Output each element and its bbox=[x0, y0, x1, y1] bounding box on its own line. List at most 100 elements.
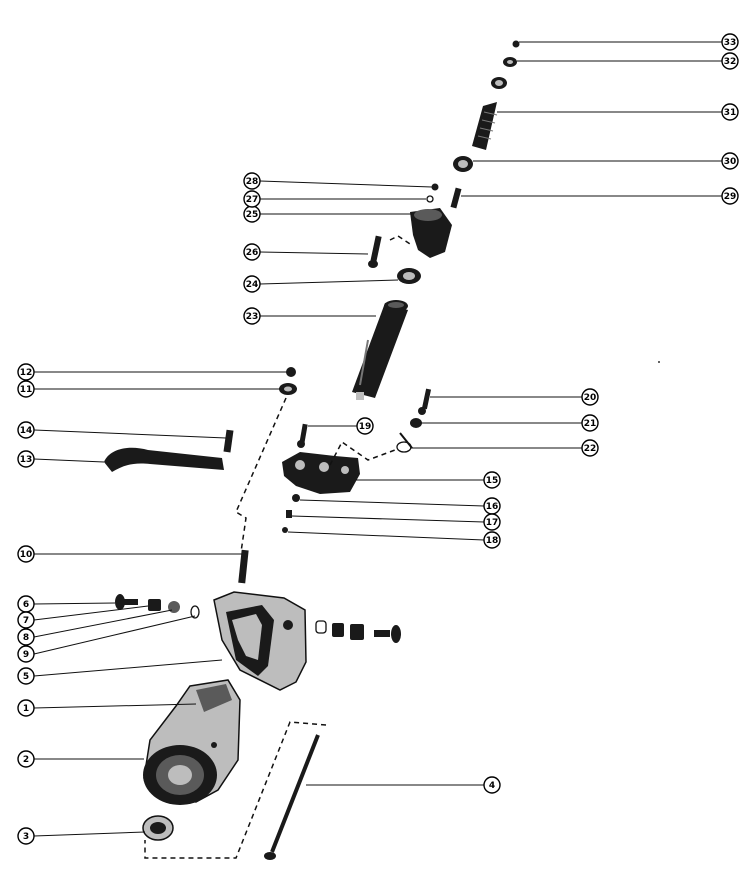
callout-number: 29 bbox=[724, 192, 737, 202]
callout-4: 4 bbox=[483, 776, 501, 794]
callout-number: 32 bbox=[724, 57, 737, 67]
assembly-line-15-22 bbox=[329, 440, 396, 466]
callout-18: 18 bbox=[483, 531, 501, 549]
part-27-ring bbox=[426, 195, 434, 203]
callout-9: 9 bbox=[17, 645, 35, 663]
callout-circle bbox=[17, 611, 35, 629]
part-13-lever bbox=[104, 447, 224, 472]
callout-circle bbox=[243, 172, 261, 190]
callout-circle bbox=[17, 450, 35, 468]
callout-number: 19 bbox=[359, 422, 372, 432]
callout-circle bbox=[581, 388, 599, 406]
part-5-housing bbox=[213, 591, 307, 691]
part-10-stud bbox=[238, 549, 249, 584]
callout-number: 20 bbox=[584, 393, 597, 403]
part-22-clip bbox=[396, 432, 413, 453]
callout-circle bbox=[17, 667, 35, 685]
callout-circle bbox=[243, 190, 261, 208]
callout-circle bbox=[17, 628, 35, 646]
callout-circle bbox=[721, 103, 739, 121]
callout-number: 4 bbox=[489, 781, 495, 791]
callout-number: 16 bbox=[486, 502, 499, 512]
callout-20: 20 bbox=[581, 388, 599, 406]
callout-circle bbox=[721, 52, 739, 70]
callout-number: 33 bbox=[724, 38, 737, 48]
callout-number: 17 bbox=[486, 518, 499, 528]
callout-circle bbox=[483, 531, 501, 549]
callout-19: 19 bbox=[356, 417, 374, 435]
callout-circle bbox=[483, 776, 501, 794]
part-3-bushing bbox=[142, 815, 174, 841]
assembly-line-4-3 bbox=[144, 721, 327, 859]
part-9-ring bbox=[190, 605, 200, 619]
part-29-pin bbox=[450, 187, 462, 209]
callout-25: 25 bbox=[243, 205, 261, 223]
callout-27: 27 bbox=[243, 190, 261, 208]
callout-circle bbox=[17, 645, 35, 663]
callout-number: 22 bbox=[584, 444, 597, 454]
callout-circle bbox=[17, 421, 35, 439]
callout-number: 23 bbox=[246, 312, 259, 322]
callout-22: 22 bbox=[581, 439, 599, 457]
callout-3: 3 bbox=[17, 827, 35, 845]
part-2-main-housing bbox=[143, 679, 241, 805]
callout-circle bbox=[721, 33, 739, 51]
callout-circle bbox=[721, 187, 739, 205]
callout-circle bbox=[581, 414, 599, 432]
callout-5: 5 bbox=[17, 667, 35, 685]
part-15-bracket bbox=[282, 452, 360, 494]
callout-8: 8 bbox=[17, 628, 35, 646]
callout-15: 15 bbox=[483, 471, 501, 489]
callout-14: 14 bbox=[17, 421, 35, 439]
part-33-ball bbox=[512, 40, 520, 48]
callout-circle bbox=[581, 439, 599, 457]
callout-number: 12 bbox=[20, 368, 33, 378]
part-14-pin bbox=[223, 429, 234, 453]
part-19-screw bbox=[297, 423, 308, 448]
callout-number: 27 bbox=[246, 195, 259, 205]
callout-number: 14 bbox=[20, 426, 33, 436]
callout-number: 26 bbox=[246, 248, 259, 258]
callout-circle bbox=[721, 152, 739, 170]
callout-circle bbox=[243, 307, 261, 325]
callout-32: 32 bbox=[721, 52, 739, 70]
callout-21: 21 bbox=[581, 414, 599, 432]
part-8-nut bbox=[168, 601, 180, 613]
callout-number: 6 bbox=[23, 600, 29, 610]
callout-number: 31 bbox=[724, 108, 737, 118]
callout-1: 1 bbox=[17, 699, 35, 717]
callout-number: 10 bbox=[20, 550, 33, 560]
stray-dot bbox=[658, 361, 660, 363]
part-24-washer bbox=[397, 268, 421, 284]
part-11-ring bbox=[279, 383, 297, 395]
callout-number: 21 bbox=[584, 419, 597, 429]
callout-31: 31 bbox=[721, 103, 739, 121]
callout-number: 13 bbox=[20, 455, 33, 465]
callout-layer: 1234567891011121314151617181920212223242… bbox=[17, 33, 739, 845]
part-18-ball bbox=[282, 527, 288, 533]
callout-number: 28 bbox=[246, 177, 259, 187]
callout-33: 33 bbox=[721, 33, 739, 51]
part-16-ball bbox=[292, 494, 300, 502]
part-30-nut bbox=[453, 156, 473, 172]
assembly-line-11-10 bbox=[235, 397, 287, 553]
callout-number: 3 bbox=[23, 832, 29, 842]
callout-circle bbox=[243, 243, 261, 261]
callout-7: 7 bbox=[17, 611, 35, 629]
part-17-spring bbox=[286, 510, 292, 518]
callout-number: 11 bbox=[20, 385, 33, 395]
callout-circle bbox=[243, 275, 261, 293]
callout-circle bbox=[17, 699, 35, 717]
part-7-nut bbox=[148, 599, 161, 611]
callout-circle bbox=[17, 363, 35, 381]
callout-circle bbox=[356, 417, 374, 435]
part-26-bolt bbox=[368, 235, 382, 268]
callout-23: 23 bbox=[243, 307, 261, 325]
callout-circle bbox=[17, 545, 35, 563]
callout-number: 30 bbox=[724, 157, 737, 167]
callout-26: 26 bbox=[243, 243, 261, 261]
callout-circle bbox=[17, 827, 35, 845]
callout-number: 18 bbox=[486, 536, 499, 546]
part-20-screw bbox=[418, 388, 432, 415]
